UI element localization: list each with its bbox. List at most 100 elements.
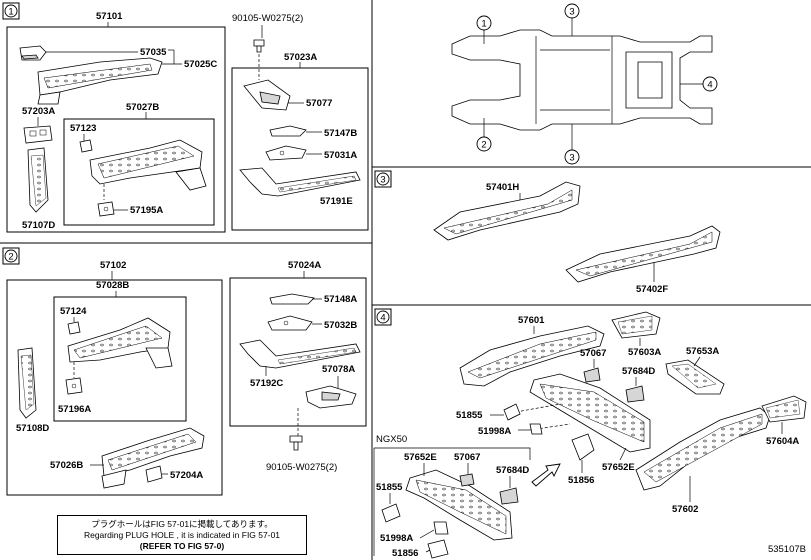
part-51856-lower[interactable]: 51856 — [392, 548, 418, 559]
figure-code: 535107B — [768, 544, 806, 555]
group-57023A-frame — [231, 67, 369, 231]
part-57023A[interactable]: 57023A — [284, 52, 317, 63]
part-51998A-lower[interactable]: 51998A — [380, 533, 413, 544]
overview-callout-1-label: 1 — [481, 19, 486, 30]
section-1-callout[interactable]: 1 — [2, 2, 20, 20]
part-57652E-lower[interactable]: 57652E — [404, 452, 437, 463]
part-51855-lower[interactable]: 51855 — [376, 482, 403, 493]
clip-51998A-lower — [433, 521, 449, 535]
part-57031A[interactable]: 57031A — [324, 150, 357, 161]
overview-callout-3-bottom-label: 3 — [569, 153, 574, 164]
plate-57148A — [269, 293, 315, 305]
part-57601[interactable]: 57601 — [518, 315, 545, 326]
bracket-57653A — [665, 359, 725, 395]
part-57027B[interactable]: 57027B — [126, 102, 159, 113]
overview-callout-2-label: 2 — [481, 140, 486, 151]
part-57028B[interactable]: 57028B — [96, 280, 129, 291]
part-57684D-lower[interactable]: 57684D — [496, 465, 529, 476]
group-57101-frame — [6, 26, 226, 233]
plate-57031A — [265, 145, 307, 161]
part-57653A[interactable]: 57653A — [686, 346, 719, 357]
overview-callout-3-top-label: 3 — [569, 7, 574, 18]
part-57067-lower[interactable]: 57067 — [454, 452, 480, 463]
bracket-51856-upper — [571, 433, 595, 461]
part-57204A[interactable]: 57204A — [170, 470, 203, 481]
extension-57107D — [27, 147, 49, 213]
bracket-57203A — [23, 125, 53, 144]
rocker-outer-57402F — [565, 225, 721, 283]
part-57195A[interactable]: 57195A — [130, 205, 163, 216]
plug-hole-note: プラグホールはFIG 57-01に掲載してあります。 Regarding PLU… — [57, 515, 307, 555]
group-57102-frame — [6, 279, 223, 496]
part-51998A-upper[interactable]: 51998A — [478, 426, 511, 437]
direction-arrow — [531, 463, 561, 487]
note-line-reference[interactable]: (REFER TO FIG 57-0) — [139, 541, 225, 551]
part-57402F[interactable]: 57402F — [636, 284, 668, 295]
part-51855-upper[interactable]: 51855 — [456, 410, 483, 421]
bracket-57078A — [305, 385, 357, 409]
overview-callout-3-top[interactable]: 3 — [564, 3, 580, 36]
part-57032B[interactable]: 57032B — [324, 320, 357, 331]
member-57027B-body — [89, 139, 207, 191]
bracket-57604A — [761, 395, 807, 423]
part-57603A[interactable]: 57603A — [628, 347, 661, 358]
part-57203A[interactable]: 57203A — [22, 106, 55, 117]
part-57026B[interactable]: 57026B — [50, 460, 83, 471]
part-57024A[interactable]: 57024A — [288, 260, 321, 271]
overview-callout-2[interactable]: 2 — [476, 118, 492, 152]
section-4-callout[interactable]: 4 — [374, 308, 392, 326]
overview-callout-4[interactable]: 4 — [680, 76, 718, 92]
part-90105-W0275-upper[interactable]: 90105-W0275(2) — [232, 13, 303, 24]
overview-callout-1[interactable]: 1 — [476, 15, 492, 44]
part-57401H[interactable]: 57401H — [486, 182, 519, 193]
part-57192C[interactable]: 57192C — [250, 378, 283, 389]
rocker-57192C — [239, 339, 361, 369]
part-57191E[interactable]: 57191E — [320, 196, 353, 207]
section-2-callout[interactable]: 2 — [2, 247, 20, 265]
extension-57108D — [17, 347, 37, 419]
callout-2-label: 2 — [8, 252, 13, 263]
callout-1-label: 1 — [8, 7, 13, 18]
plate-57032B — [267, 315, 313, 331]
part-57684D-upper[interactable]: 57684D — [622, 366, 655, 377]
part-57123[interactable]: 57123 — [70, 123, 96, 134]
bracket-57067-lower — [459, 473, 475, 487]
note-line-english: Regarding PLUG HOLE , it is indicated in… — [83, 530, 281, 540]
callout-4-label: 4 — [380, 313, 385, 324]
bracket-57684D-upper — [625, 385, 645, 403]
bracket-57204A — [145, 465, 163, 483]
part-51856-upper[interactable]: 51856 — [568, 475, 594, 486]
section-3-callout[interactable]: 3 — [374, 170, 392, 188]
note-line-japanese: プラグホールはFIG 57-01に掲載してあります。 — [91, 519, 273, 529]
part-57652E-upper[interactable]: 57652E — [602, 462, 635, 473]
overview-callout-3-bottom[interactable]: 3 — [564, 124, 580, 165]
part-57078A[interactable]: 57078A — [322, 364, 355, 375]
bolt-upper — [253, 39, 265, 53]
floor-member-57602 — [635, 407, 771, 491]
group-57027B-frame — [63, 118, 215, 226]
part-57147B[interactable]: 57147B — [324, 128, 357, 139]
variant-NGX50[interactable]: NGX50 — [376, 434, 407, 445]
clip-51998A-upper — [529, 423, 543, 435]
part-57196A[interactable]: 57196A — [58, 404, 91, 415]
part-57148A[interactable]: 57148A — [324, 294, 357, 305]
part-57108D[interactable]: 57108D — [16, 423, 49, 434]
part-57107D[interactable]: 57107D — [22, 220, 55, 231]
plate-57124 — [67, 321, 81, 335]
part-57077[interactable]: 57077 — [306, 98, 332, 109]
part-57604A[interactable]: 57604A — [766, 436, 799, 447]
reinforcement-57195A — [97, 201, 115, 217]
part-57101[interactable]: 57101 — [96, 11, 123, 22]
bracket-51856-lower — [427, 539, 449, 559]
part-57067-upper[interactable]: 57067 — [580, 348, 606, 359]
part-57035[interactable]: 57035 — [140, 47, 167, 58]
part-57602[interactable]: 57602 — [672, 504, 698, 515]
floor-pan-rear — [529, 373, 651, 453]
member-57028B-body — [67, 317, 173, 369]
part-57025C[interactable]: 57025C — [184, 59, 217, 70]
part-57102[interactable]: 57102 — [100, 260, 126, 271]
part-90105-W0275-lower[interactable]: 90105-W0275(2) — [266, 462, 337, 473]
part-57124[interactable]: 57124 — [60, 306, 87, 317]
bracket-57077 — [243, 79, 291, 111]
reinforcement-57196A — [65, 377, 83, 395]
